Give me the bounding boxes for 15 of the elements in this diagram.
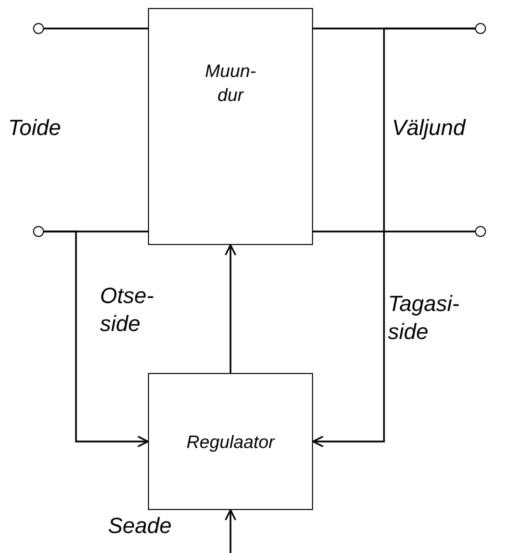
arrow [224,509,236,553]
side-label: Väljund [392,114,466,142]
block-label: Regulaator [186,430,275,454]
arrow [44,230,149,448]
connector-line [44,28,148,30]
side-label: Toide [8,114,62,142]
block-box [148,373,313,510]
arrow [312,28,475,448]
block-label: Muun- dur [204,60,258,107]
edge-label: Otse- side [100,282,155,338]
connector-line [313,230,475,232]
edge-label: Tagasi- side [388,290,460,346]
block-box [148,8,313,245]
side-label: Seade [108,512,172,540]
arrow [224,244,236,373]
